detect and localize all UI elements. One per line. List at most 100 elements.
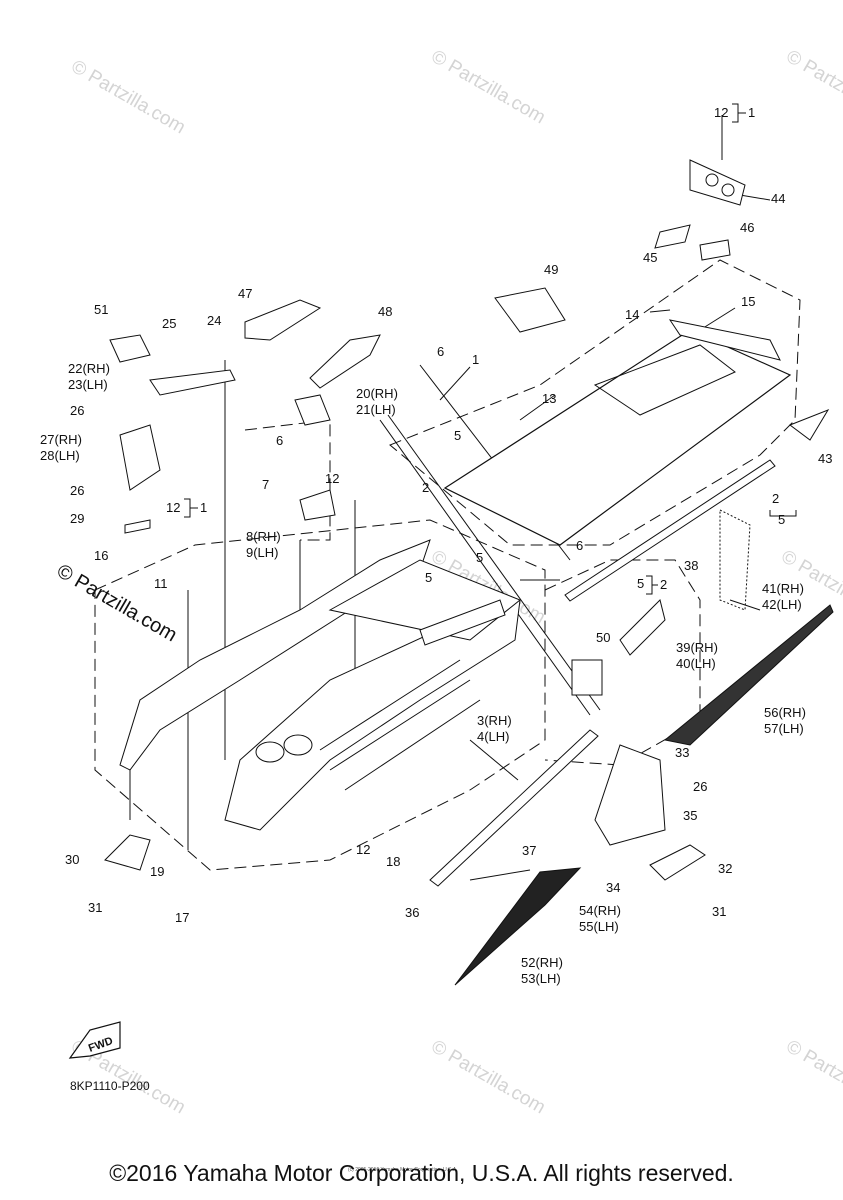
bracket-callouts: 12 1 12 1 2 5 2	[166, 103, 797, 595]
chain	[719, 509, 751, 611]
rear-trim	[788, 408, 830, 441]
callout-43: 43	[818, 451, 832, 466]
callout-46: 46	[740, 220, 754, 235]
callout-4: 4(LH)	[477, 729, 510, 744]
part-50	[571, 659, 603, 696]
watermark: © Partzilla.com	[428, 46, 549, 128]
callout-32: 32	[718, 861, 732, 876]
callout-29: 29	[70, 511, 84, 526]
callout-36: 36	[405, 905, 419, 920]
callout-26a: 26	[70, 403, 84, 418]
callout-15: 15	[741, 294, 755, 309]
bracket-outer: 1	[748, 105, 755, 120]
tunnel-panel	[443, 319, 792, 546]
watermark: © Partzilla.com	[68, 56, 189, 138]
part-16	[124, 519, 151, 534]
callout-35: 35	[683, 808, 697, 823]
callout-9: 9(LH)	[246, 545, 279, 560]
callout-5b: 5	[425, 570, 432, 585]
callout-12a: 12	[325, 471, 339, 486]
callout-11: 11	[154, 576, 168, 591]
callout-52: 52(RH)	[521, 955, 563, 970]
tunnel-rail	[564, 459, 776, 602]
callout-5e: 5	[637, 576, 644, 591]
part-8	[299, 489, 336, 521]
part-20	[294, 394, 331, 426]
callout-19: 19	[150, 864, 164, 879]
callout-27: 27(RH)	[40, 432, 82, 447]
small-copyright: (c) 2005-2016 Yamaha Motor Corporation, …	[348, 1167, 458, 1173]
bracket-outer: 2	[660, 577, 667, 592]
callout-22: 22(RH)	[68, 361, 110, 376]
part-27	[119, 424, 161, 491]
callout-13: 13	[542, 391, 556, 406]
fwd-arrow: FWD	[68, 1021, 121, 1059]
assembly-outlines	[94, 259, 801, 871]
watermark: © Partzilla.com	[783, 1036, 843, 1118]
callout-18: 18	[386, 854, 400, 869]
callout-23: 23(LH)	[68, 377, 108, 392]
bracket-inner: 12	[166, 500, 180, 515]
callout-48: 48	[378, 304, 392, 319]
callout-49: 49	[544, 262, 558, 277]
callout-5d: 5	[778, 512, 785, 527]
callout-21: 21(LH)	[356, 402, 396, 417]
callout-39: 39(RH)	[676, 640, 718, 655]
frame-outline	[94, 519, 546, 871]
bracket-outer: 1	[200, 500, 207, 515]
callout-5c: 5	[476, 550, 483, 565]
watermark: © Partzilla.com	[428, 1036, 549, 1118]
step-plate	[619, 599, 666, 656]
tunnel-outline	[389, 259, 801, 546]
callout-25: 25	[162, 316, 176, 331]
callout-33: 33	[675, 745, 689, 760]
pad-47	[244, 299, 322, 341]
callout-14: 14	[625, 307, 639, 322]
rh-outline	[544, 559, 701, 766]
callout-6b: 6	[276, 433, 283, 448]
callout-42: 42(LH)	[762, 597, 802, 612]
watermark: © Partzilla.com	[783, 46, 843, 128]
callout-38: 38	[684, 558, 698, 573]
callout-24: 24	[207, 313, 221, 328]
bracket-outer: 2	[772, 491, 779, 506]
callout-41: 41(RH)	[762, 581, 804, 596]
callout-47: 47	[238, 286, 252, 301]
callout-5a: 5	[454, 428, 461, 443]
callout-51: 51	[94, 302, 108, 317]
callout-57: 57(LH)	[764, 721, 804, 736]
callout-6c: 6	[576, 538, 583, 553]
callouts: 1 2 3(RH) 4(LH) 5 5 5 5 5 6 6 6 7 8(RH) …	[40, 191, 832, 986]
callout-26c: 26	[693, 779, 707, 794]
callout-37: 37	[522, 843, 536, 858]
callout-7: 7	[262, 477, 269, 492]
callout-20: 20(RH)	[356, 386, 398, 401]
bumper-tube	[429, 729, 599, 887]
side-panel-lower	[454, 867, 582, 986]
callout-16: 16	[94, 548, 108, 563]
copyright: ©2016 Yamaha Motor Corporation, U.S.A. A…	[109, 1160, 734, 1186]
callout-17: 17	[175, 910, 189, 925]
callout-31b: 31	[712, 904, 726, 919]
callout-56: 56(RH)	[764, 705, 806, 720]
callout-44: 44	[771, 191, 785, 206]
callout-2: 2	[422, 480, 429, 495]
side-panel-upper	[663, 604, 834, 746]
part-51	[109, 334, 151, 363]
callout-53: 53(LH)	[521, 971, 561, 986]
bracket-inner: 12	[714, 105, 728, 120]
main-frame	[119, 539, 521, 831]
foot-bracket	[594, 744, 666, 846]
callout-3: 3(RH)	[477, 713, 512, 728]
callout-26b: 26	[70, 483, 84, 498]
callout-6a: 6	[437, 344, 444, 359]
callout-8: 8(RH)	[246, 529, 281, 544]
callout-30: 30	[65, 852, 79, 867]
pad-45	[654, 224, 691, 249]
callout-31a: 31	[88, 900, 102, 915]
pad-46	[699, 239, 731, 261]
callout-40: 40(LH)	[676, 656, 716, 671]
diagram-code: 8KP1110-P200	[70, 1079, 150, 1093]
sub-outline	[244, 419, 331, 541]
